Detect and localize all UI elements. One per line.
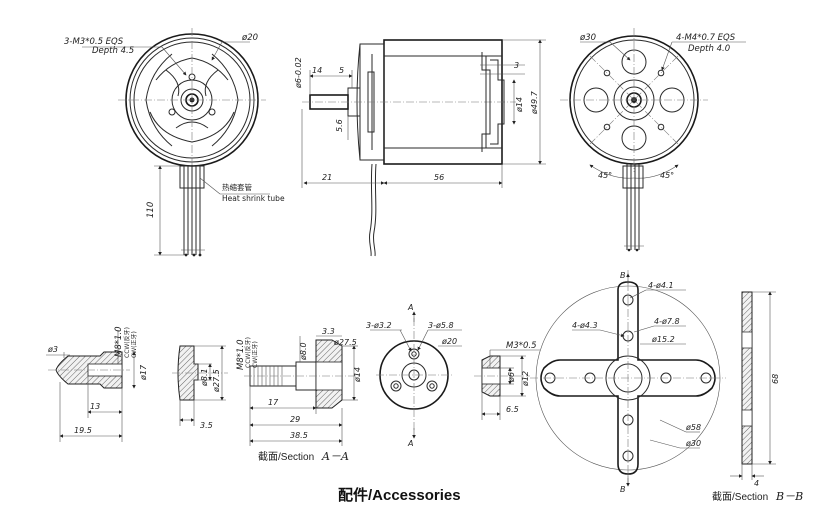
rear-holes-note: 4-M4*0.7 EQS <box>676 33 736 43</box>
nut-cw: CW(正牙) <box>131 331 138 358</box>
side-body-len: 56 <box>434 173 444 182</box>
nut-thread: M8*1.0 <box>114 326 124 357</box>
front-holes-depth: Depth 4.5 <box>92 46 134 56</box>
washer-d275: ø27.5 <box>212 369 221 393</box>
adapter-holes32: 3-ø3.2 <box>366 321 392 330</box>
adapter-l29: 29 <box>290 415 300 424</box>
shaft-dia: ø6-0.02 <box>294 57 303 89</box>
side-body-dia: ø49.7 <box>530 90 539 115</box>
accessories-title: 配件/Accessories <box>338 486 461 504</box>
front-view: 3-M3*0.5 EQS Depth 4.5 ø20 热缩套管 Heat shr… <box>64 28 285 257</box>
section-a-caption: A－A <box>321 450 349 463</box>
washer-t35: 3.5 <box>200 421 213 430</box>
collet: M3*0.5 ø6 ø12 6.5 <box>474 341 540 420</box>
adapter-thread-label: M8*1.0 <box>236 339 246 370</box>
rear-view: ø30 4-M4*0.7 EQS Depth 4.0 45° 45° <box>560 28 746 252</box>
side-d21: 21 <box>322 173 332 182</box>
cross-mount-arms <box>540 281 716 475</box>
washer: ø8.1 ø27.5 3.5 <box>172 345 228 430</box>
cross-mount: B B 4-ø4.1 4-ø4.3 4-ø7.8 ø15.2 ø58 ø30 6… <box>530 270 803 503</box>
heat-shrink-en: Heat shrink tube <box>222 194 285 203</box>
rear-angle-right: 45° <box>660 171 674 180</box>
rear-dia30: ø30 <box>579 33 596 43</box>
nut-len13: 13 <box>90 402 100 411</box>
rear-holes-depth: Depth 4.0 <box>688 44 730 54</box>
collet-d12: ø12 <box>521 371 530 387</box>
cross-h78: 4-ø7.8 <box>654 317 680 326</box>
prop-nut: ø3 M8*1.0 CCW(反牙) CW(正牙) ø17 13 19.5 <box>46 326 148 442</box>
adapter-holes58: 3-ø5.8 <box>428 321 454 330</box>
nut-d3: ø3 <box>47 345 58 354</box>
side-view: 14 5 3 ø6-0.02 5.6 21 56 ø14 ø49.7 <box>294 39 546 257</box>
section-a-caption-cn: 截面/Section <box>258 450 314 463</box>
cross-d152: ø15.2 <box>651 335 675 344</box>
adapter-d14: ø14 <box>353 367 362 383</box>
side-d5: 5 <box>339 66 344 75</box>
washer-d81: ø8.1 <box>200 368 209 387</box>
adapter-dia20: ø20 <box>441 337 457 346</box>
front-dia20: ø20 <box>241 33 258 43</box>
adapter-d275: ø27.5 <box>333 338 357 347</box>
section-b-thick: 4 <box>754 479 759 488</box>
side-d14: 14 <box>312 66 322 75</box>
cross-h43: 4-ø4.3 <box>572 321 598 330</box>
section-a-bottom: A <box>407 439 413 448</box>
adapter-d8: ø8.0 <box>299 342 308 361</box>
collet-thread: M3*0.5 <box>506 341 537 351</box>
nut-len195: 19.5 <box>74 426 92 435</box>
nut-ccw: CCW(反牙) <box>123 327 131 358</box>
side-flange-dia: ø14 <box>515 97 524 113</box>
section-b-bottom: B <box>620 485 626 494</box>
lead-length: 110 <box>146 202 156 218</box>
adapter-cw: CW(正牙) <box>252 341 259 368</box>
cross-d58: ø58 <box>685 423 701 432</box>
prop-adapter: M8*1.0 CCW(反牙) CW(正牙) ø8.0 3.3 ø27.5 ø14… <box>236 303 462 463</box>
cross-h41: 4-ø4.1 <box>648 281 674 290</box>
adapter-ccw: CCW(反牙) <box>244 337 252 368</box>
section-b-caption: B－B <box>775 490 803 503</box>
collet-d6: ø6 <box>507 372 516 383</box>
section-b-caption-cn: 截面/Section <box>712 490 768 503</box>
section-b-height: 68 <box>771 374 780 384</box>
section-b-top: B <box>620 271 626 280</box>
side-d3: 3 <box>514 61 519 70</box>
adapter-l17: 17 <box>268 398 279 407</box>
nut-dia17: ø17 <box>139 364 148 381</box>
adapter-l385: 38.5 <box>290 431 308 440</box>
heat-shrink-cn: 热缩套管 <box>222 182 252 192</box>
collet-l65: 6.5 <box>506 405 519 414</box>
rear-angle-left: 45° <box>598 171 612 180</box>
section-b-profile <box>741 291 753 465</box>
adapter-d33: 3.3 <box>322 327 335 336</box>
front-holes-note: 3-M3*0.5 EQS <box>64 37 124 47</box>
cross-d30: ø30 <box>685 439 701 448</box>
side-d56: 5.6 <box>335 119 344 132</box>
section-a-top: A <box>407 303 413 312</box>
